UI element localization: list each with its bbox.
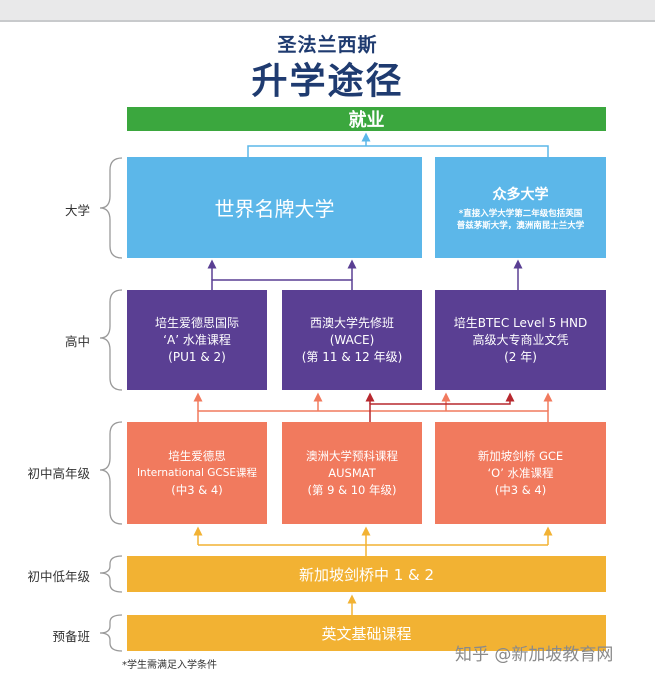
- a-level-line-3: (PU1 & 2): [168, 349, 226, 364]
- a-level-line-2: ‘A’ 水准课程: [163, 332, 231, 347]
- junior-to-senior-connector: [193, 526, 553, 556]
- ausmat-line-1: 澳洲大学预科课程: [306, 448, 398, 463]
- ausmat-box: 澳洲大学预科课程 AUSMAT (第 9 & 10 年级): [282, 422, 422, 524]
- english-foundation-box: 英文基础课程: [127, 615, 606, 651]
- level-brackets: [99, 157, 123, 652]
- level-label-senior-middle: 初中高年级: [27, 466, 90, 481]
- o-level-line-2: ‘O’ 水准课程: [487, 465, 554, 480]
- many-universities-box: 众多大学 *直接入学大学第二年级包括英国 普兹茅斯大学，澳洲南昆士兰大学: [435, 157, 606, 258]
- btec-box: 培生BTEC Level 5 HND 高级大专商业文凭 (2 年): [435, 290, 606, 390]
- igcse-line-3: (中3 & 4): [171, 482, 223, 497]
- btec-line-1: 培生BTEC Level 5 HND: [453, 315, 588, 330]
- o-level-box: 新加坡剑桥 GCE ‘O’ 水准课程 (中3 & 4): [435, 422, 606, 524]
- cambridge-secondary-box: 新加坡剑桥中 1 & 2: [127, 556, 606, 592]
- ausmat-line-2: AUSMAT: [328, 465, 376, 480]
- wace-line-1: 西澳大学先修班: [309, 315, 394, 330]
- watermark: 知乎 @新加坡教育网: [455, 645, 614, 665]
- wace-line-3: (第 11 & 12 年级): [301, 349, 403, 364]
- footnote: *学生需满足入学条件: [122, 660, 217, 671]
- univ-to-employment-connector: [247, 132, 549, 157]
- btec-line-2: 高级大专商业文凭: [472, 332, 569, 347]
- many-universities-note-1: *直接入学大学第二年级包括英国: [458, 208, 583, 219]
- wace-box: 西澳大学先修班 (WACE) (第 11 & 12 年级): [282, 290, 422, 390]
- many-universities-title: 众多大学: [492, 186, 549, 203]
- wace-line-2: (WACE): [329, 332, 375, 347]
- igcse-line-2: International GCSE课程: [136, 466, 258, 479]
- middle-to-high-connector: [193, 392, 553, 422]
- page-title: 升学途径: [251, 61, 404, 102]
- many-universities-note-2: 普兹茅斯大学，澳洲南昆士兰大学: [456, 220, 585, 231]
- ausmat-line-3: (第 9 & 10 年级): [307, 482, 397, 497]
- top-divider: [0, 20, 655, 22]
- igcse-line-1: 培生爱德思: [168, 448, 226, 463]
- high-to-university-connector: [207, 259, 523, 290]
- o-level-line-1: 新加坡剑桥 GCE: [477, 448, 564, 463]
- a-level-box: 培生爱德思国际 ‘A’ 水准课程 (PU1 & 2): [127, 290, 267, 390]
- a-level-line-1: 培生爱德思国际: [154, 315, 239, 330]
- o-level-line-3: (中3 & 4): [494, 482, 547, 497]
- level-label-preparatory: 预备班: [52, 629, 90, 644]
- employment-box: 就业: [127, 107, 606, 131]
- level-label-university: 大学: [64, 203, 90, 218]
- header-subtitle: 圣法兰西斯: [277, 34, 378, 56]
- level-label-high-school: 高中: [64, 334, 90, 349]
- world-university-box: 世界名牌大学: [127, 157, 422, 258]
- btec-line-3: (2 年): [504, 349, 537, 364]
- igcse-box: 培生爱德思 International GCSE课程 (中3 & 4): [127, 422, 267, 524]
- top-banner-strip: [0, 0, 655, 20]
- level-label-junior-middle: 初中低年级: [27, 569, 90, 584]
